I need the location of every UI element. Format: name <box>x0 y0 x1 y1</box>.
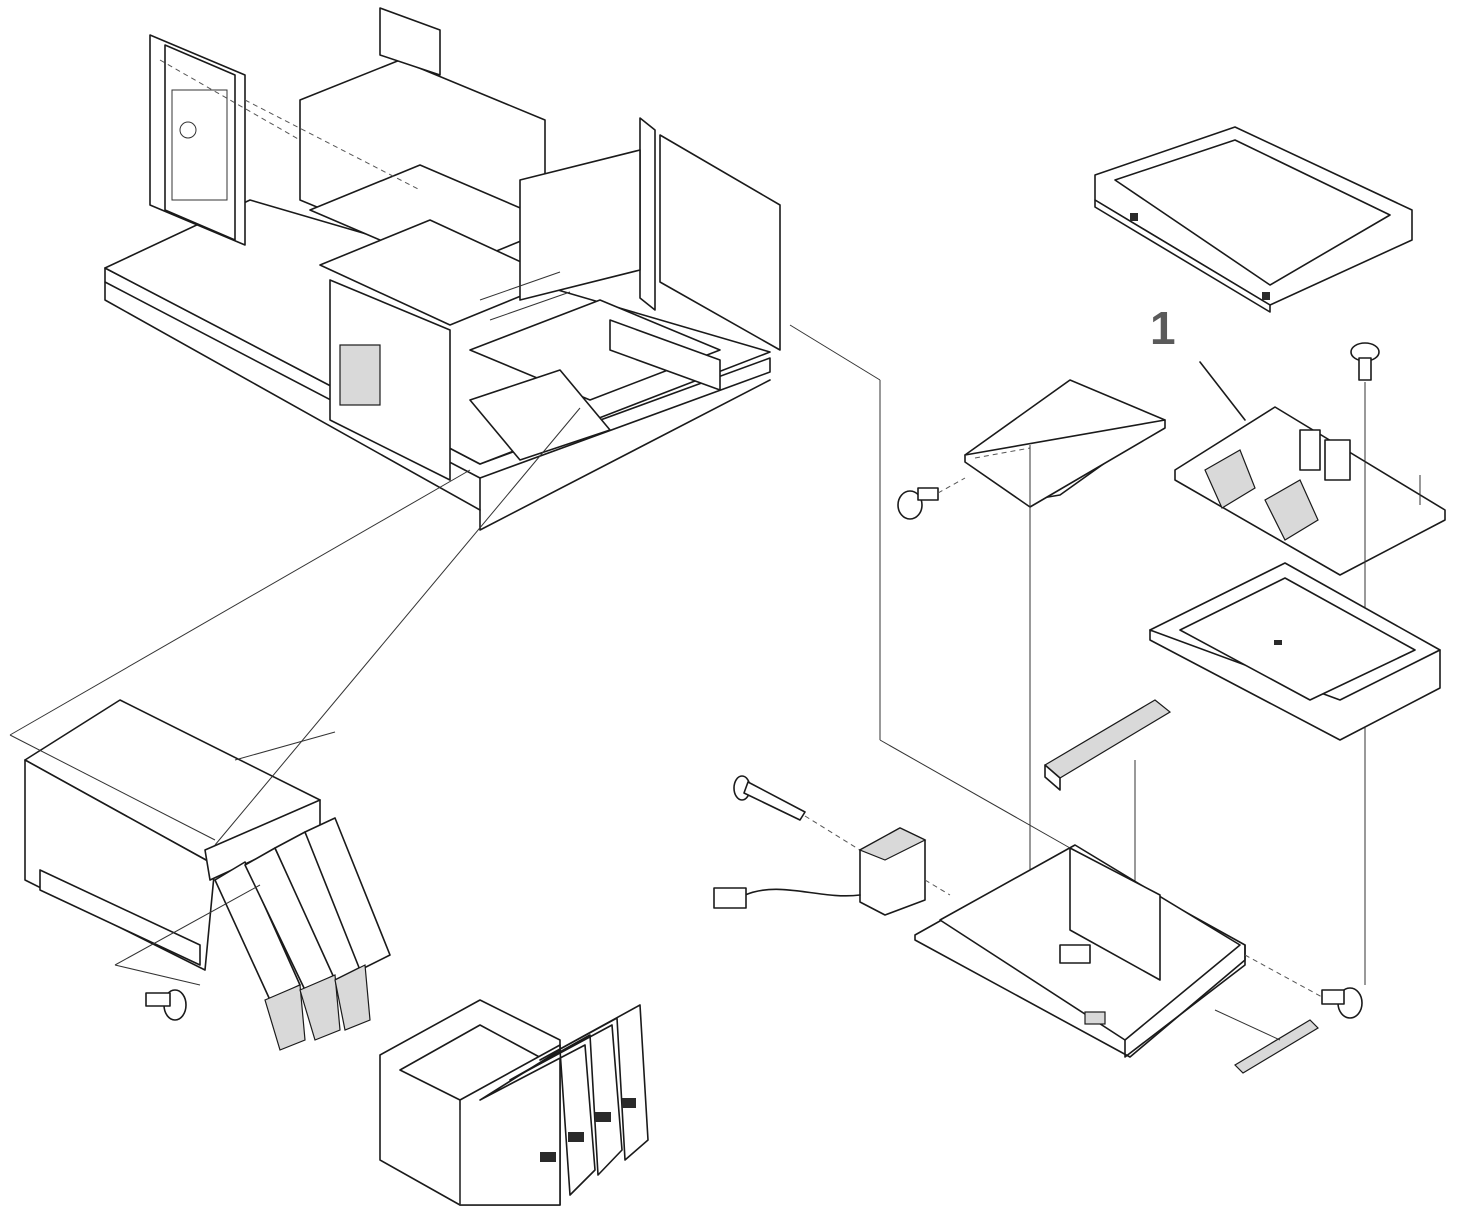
lower-chassis-bay <box>789 324 1246 1058</box>
sensor-module <box>713 827 951 916</box>
cover-plate <box>964 379 1166 1000</box>
long-screw-icon <box>733 775 861 851</box>
screw-icon <box>897 477 966 520</box>
small-bracket <box>1214 1009 1319 1074</box>
bracket-strip <box>1043 699 1172 975</box>
formatter-board <box>1174 361 1446 576</box>
screw-icon <box>145 989 187 1021</box>
ink-cartridges <box>379 999 649 1206</box>
callout-label: 1 <box>1150 302 1176 354</box>
tray-cover <box>1094 126 1413 313</box>
screw-icon <box>1244 954 1363 1019</box>
formatter-tray <box>1149 562 1441 741</box>
carriage-assembly <box>9 407 581 1051</box>
main-chassis-assembly <box>104 7 781 531</box>
